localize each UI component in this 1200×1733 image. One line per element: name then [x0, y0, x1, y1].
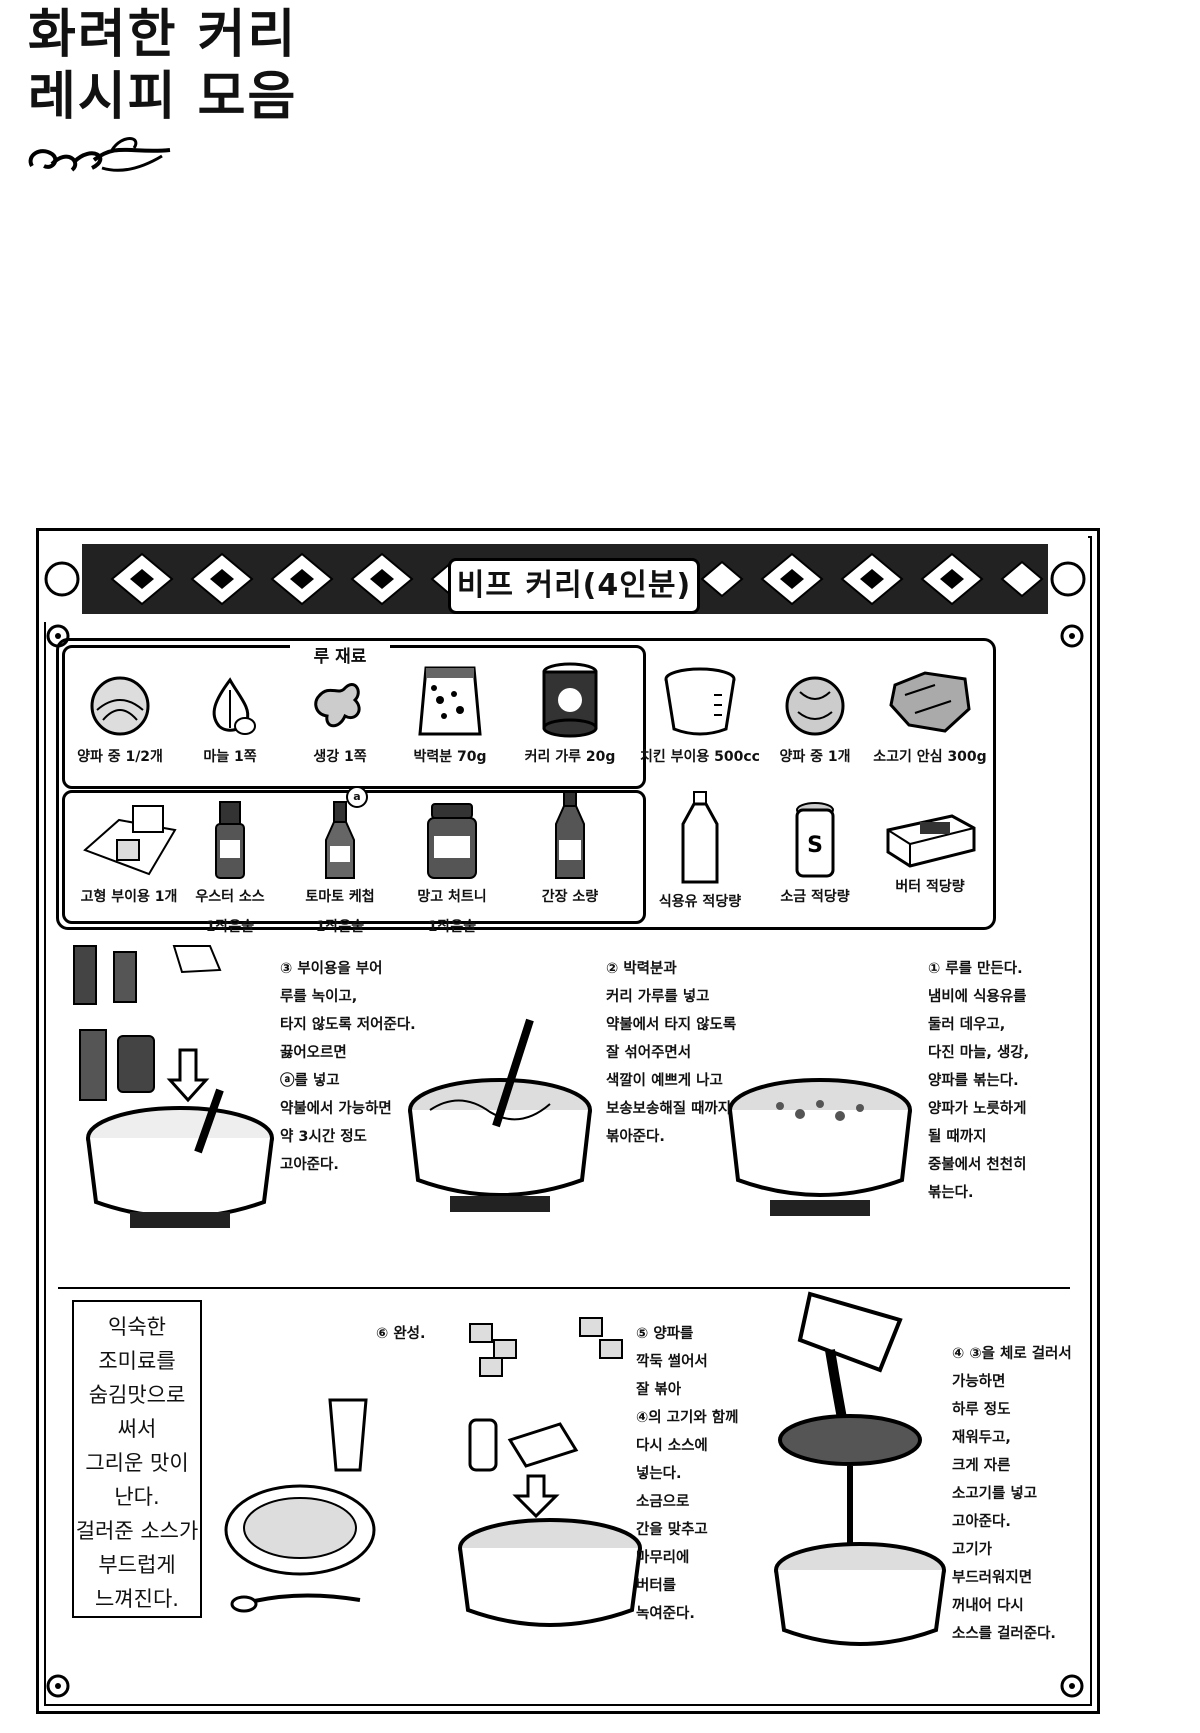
ingredients-box	[56, 638, 996, 930]
ingredient-item: 우스터 소스 1작은술	[170, 800, 290, 936]
onion-icon	[785, 676, 845, 736]
ginger-icon	[314, 683, 361, 728]
worcester-bottle-icon	[215, 801, 245, 879]
ingredient-item: 생강 1쪽	[280, 670, 400, 766]
bouillon-cube-icon	[83, 805, 177, 876]
flour-bag-icon	[418, 666, 482, 736]
pot-step5-illustration	[458, 1317, 642, 1627]
flourish-ornament-icon	[28, 137, 171, 172]
marker-a: a	[346, 786, 368, 808]
ingredient-item: S 소금 적당량	[755, 800, 875, 906]
ingredient-item: 토마토 케첩 1작은술	[280, 800, 400, 936]
chutney-jar-icon	[427, 803, 477, 879]
pot-step4-illustration	[774, 1291, 946, 1646]
ingredient-item: 치킨 부이용 500cc	[640, 665, 760, 766]
recipe-title: 비프 커리(4인분)	[448, 558, 700, 614]
pot-step1-illustration	[728, 1078, 912, 1216]
pot-step2-illustration	[408, 1018, 592, 1212]
beef-icon	[889, 671, 971, 733]
onion-half-icon	[90, 676, 150, 736]
ingredient-item: 망고 처트니 1작은술	[392, 800, 512, 936]
svg-text:S: S	[807, 833, 823, 858]
ingredient-item: 버터 적당량	[870, 810, 990, 896]
ketchup-bottle-icon	[325, 801, 355, 879]
salt-shaker-icon: S	[795, 802, 835, 878]
ingredient-item: 간장 소량	[510, 790, 630, 906]
section-divider	[58, 1287, 1070, 1289]
title-line-1: 화려한 커리	[28, 5, 298, 65]
plated-curry-illustration	[224, 1398, 376, 1613]
ingredient-item: 소고기 안심 300g	[870, 665, 990, 766]
oil-bottle-icon	[681, 791, 719, 884]
corner-ornament-icon	[1060, 624, 1084, 648]
ingredient-item: 마늘 1쪽	[170, 670, 290, 766]
pot-step3-illustration	[73, 945, 274, 1228]
title-line-2: 레시피 모음	[28, 67, 298, 127]
ingredient-item: 양파 중 1/2개	[60, 670, 180, 766]
page-title: 화려한 커리 레시피 모음	[28, 4, 297, 128]
corner-ornament-icon	[1060, 1674, 1084, 1698]
ingredient-item: 양파 중 1개	[755, 670, 875, 766]
roux-label: 루 재료	[290, 642, 390, 667]
step-6-text: ⑥ 완성.	[376, 1326, 426, 1342]
ingredient-item: 식용유 적당량	[640, 790, 760, 911]
curry-can-icon	[542, 662, 598, 738]
ingredient-item: 박력분 70g	[390, 660, 510, 766]
ingredient-item: 고형 부이용 1개	[64, 800, 194, 906]
corner-ornament-icon	[46, 1674, 70, 1698]
butter-icon	[886, 814, 976, 868]
broth-cup-icon	[664, 667, 736, 736]
ingredient-item: 커리 가루 20g	[510, 660, 630, 766]
garlic-icon	[212, 677, 256, 735]
soy-sauce-bottle-icon	[555, 791, 585, 879]
